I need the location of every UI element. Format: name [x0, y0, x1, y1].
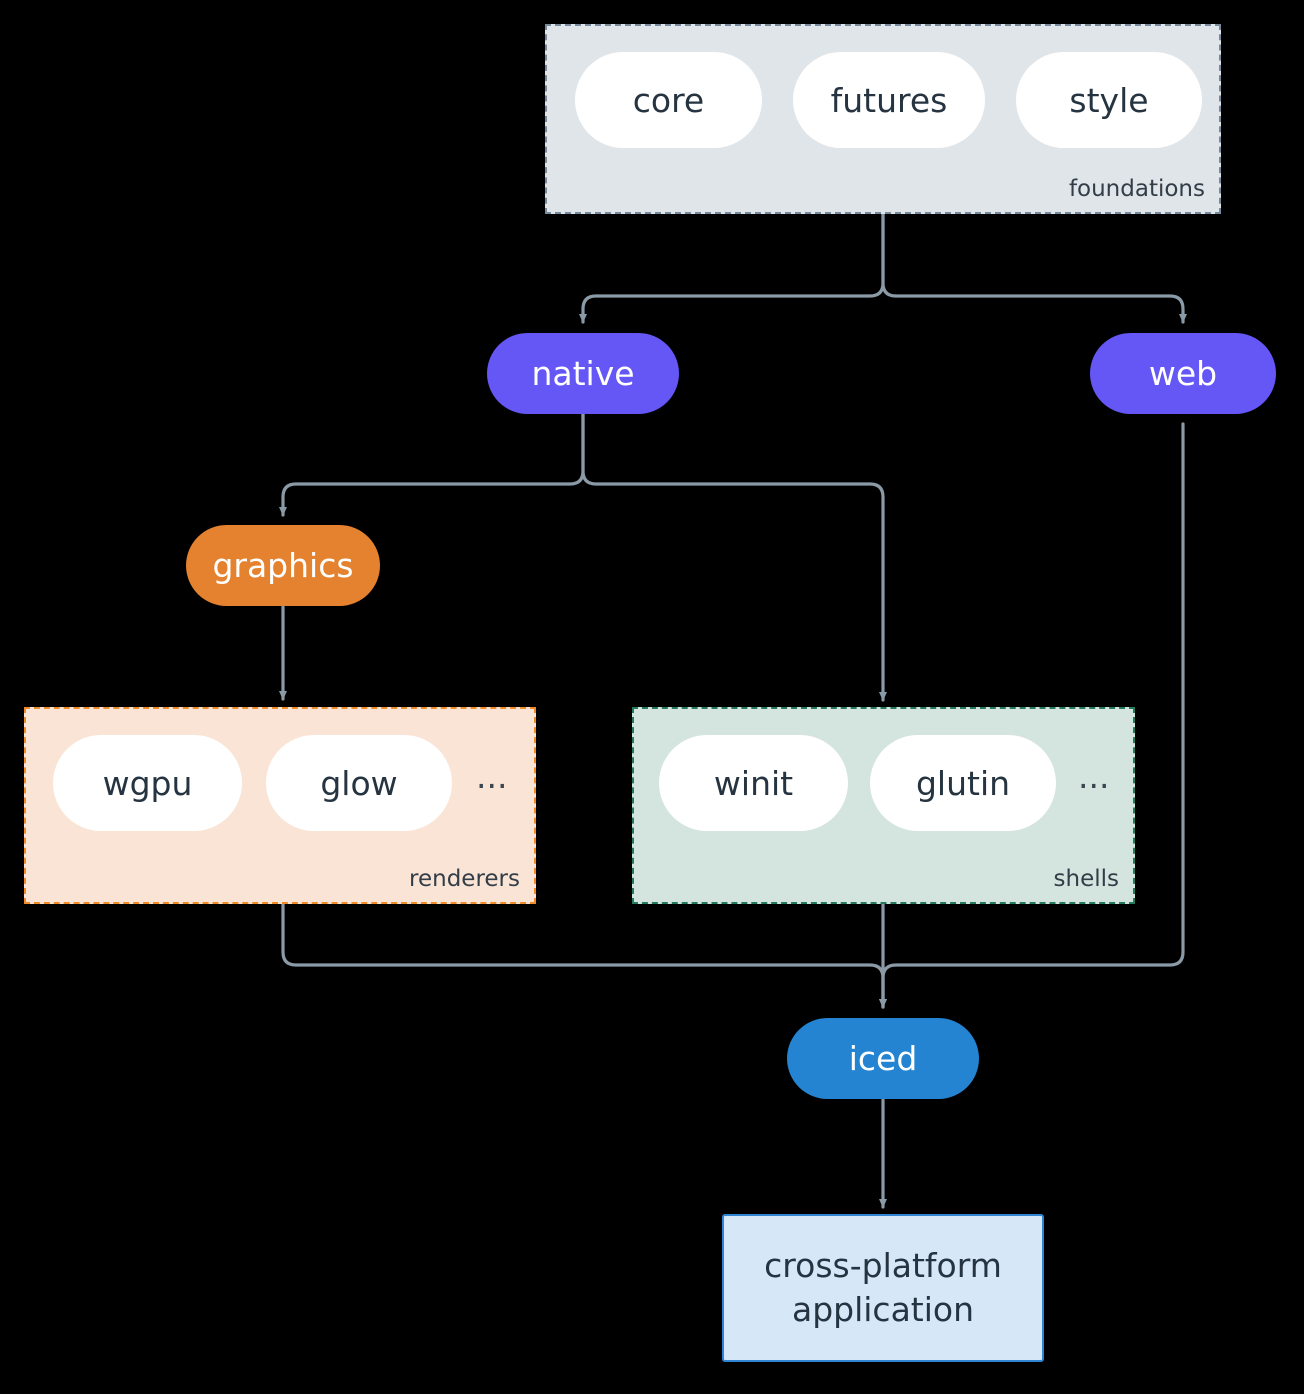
node-iced[interactable]: iced: [787, 1018, 979, 1099]
pill-glutin[interactable]: glutin: [870, 735, 1056, 831]
node-web[interactable]: web: [1090, 333, 1276, 414]
renderers-ellipsis: ...: [476, 756, 508, 796]
pill-core[interactable]: core: [575, 52, 762, 148]
pill-winit-label: winit: [713, 763, 794, 803]
pill-glow-label: glow: [320, 763, 398, 803]
node-cross-platform-application[interactable]: cross-platform application: [722, 1214, 1044, 1362]
pill-wgpu[interactable]: wgpu: [53, 735, 242, 831]
pill-winit[interactable]: winit: [659, 735, 848, 831]
cluster-renderers-label: renderers: [409, 866, 520, 893]
node-native-label: native: [531, 354, 635, 393]
cluster-renderers: wgpu glow ... renderers: [24, 707, 536, 904]
shells-ellipsis: ...: [1078, 756, 1110, 796]
application-line-1: cross-platform: [764, 1246, 1002, 1286]
pill-glutin-label: glutin: [915, 763, 1011, 803]
node-iced-label: iced: [848, 1039, 918, 1078]
node-graphics-label: graphics: [212, 546, 354, 585]
cluster-foundations-label: foundations: [1068, 176, 1205, 203]
node-graphics[interactable]: graphics: [186, 525, 380, 606]
pill-wgpu-label: wgpu: [102, 763, 193, 803]
pill-style[interactable]: style: [1016, 52, 1202, 148]
pill-futures[interactable]: futures: [793, 52, 985, 148]
application-line-2: application: [791, 1290, 975, 1329]
edge-renderers-iced: [281, 902, 887, 1009]
edge-native-graphics: [279, 412, 585, 517]
cluster-shells: winit glutin ... shells: [632, 707, 1135, 904]
pill-core-label: core: [632, 80, 705, 120]
pill-style-label: style: [1069, 80, 1149, 120]
pill-glow[interactable]: glow: [266, 735, 452, 831]
cluster-shells-label: shells: [1053, 866, 1119, 893]
edge-native-shells: [581, 412, 887, 702]
node-native[interactable]: native: [487, 333, 679, 414]
edge-foundations-web: [881, 212, 1187, 324]
cluster-foundations: core futures style foundations: [545, 24, 1221, 214]
edge-web-iced: [879, 422, 1185, 1009]
pill-futures-label: futures: [830, 80, 948, 120]
edge-foundations-native: [579, 212, 885, 324]
node-web-label: web: [1148, 354, 1218, 393]
